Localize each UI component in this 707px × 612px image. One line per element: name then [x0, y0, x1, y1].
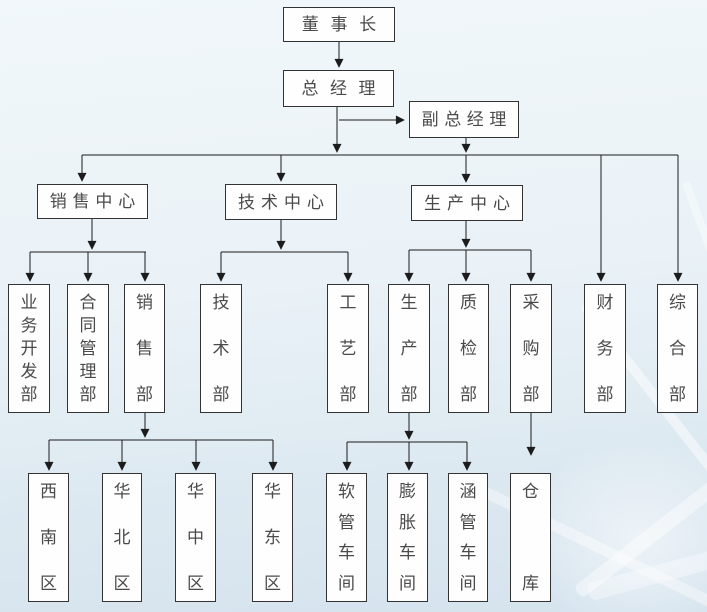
node-central-region[interactable]: 华中区: [175, 473, 216, 602]
background-streak: [586, 526, 707, 602]
node-culvert-workshop[interactable]: 涵管车间: [448, 473, 488, 602]
node-chairman[interactable]: 董事长: [283, 7, 395, 42]
background-glow: [470, 400, 707, 612]
node-tech-center[interactable]: 技术中心: [225, 184, 337, 220]
node-sales-center[interactable]: 销售中心: [37, 184, 148, 219]
node-general-dept[interactable]: 综合部: [657, 284, 698, 413]
node-hose-workshop[interactable]: 软管车间: [326, 473, 367, 602]
node-deputy-general-manager[interactable]: 副总经理: [409, 101, 519, 138]
node-north-region[interactable]: 华北区: [102, 473, 142, 602]
node-warehouse[interactable]: 仓库: [510, 473, 551, 602]
background-streak: [573, 396, 707, 599]
node-southwest-region[interactable]: 西南区: [28, 473, 69, 602]
node-sales-dept[interactable]: 销售部: [124, 284, 165, 413]
node-tech-dept[interactable]: 技术部: [200, 284, 242, 413]
node-east-region[interactable]: 华东区: [252, 473, 293, 602]
node-finance-dept[interactable]: 财务部: [584, 284, 626, 413]
node-general-manager[interactable]: 总经理: [283, 70, 394, 107]
node-production-dept[interactable]: 生产部: [388, 284, 430, 413]
node-purchasing-dept[interactable]: 采购部: [510, 284, 552, 413]
node-contract-mgmt-dept[interactable]: 合同管理部: [67, 284, 109, 413]
node-business-dev-dept[interactable]: 业务开发部: [8, 284, 50, 413]
background-streak: [467, 479, 707, 612]
node-qc-dept[interactable]: 质检部: [448, 284, 489, 413]
node-production-center[interactable]: 生产中心: [411, 185, 523, 221]
node-expansion-workshop[interactable]: 膨胀车间: [387, 473, 428, 602]
node-process-dept[interactable]: 工艺部: [327, 284, 369, 413]
